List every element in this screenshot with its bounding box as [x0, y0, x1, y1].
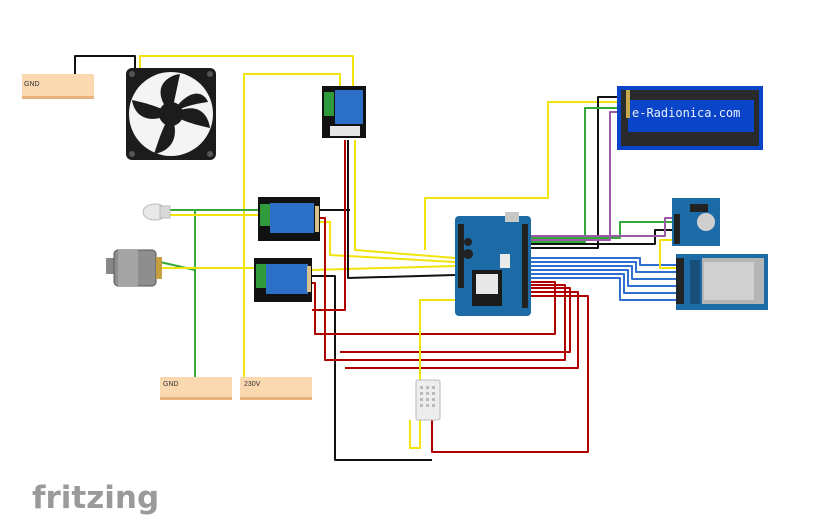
wire-blue-6 — [530, 277, 676, 301]
gnd-label-bottom: GND — [160, 377, 232, 400]
fritzing-logo-text: fritzing — [32, 480, 159, 516]
wire-black-relay2 — [312, 275, 432, 461]
wire-red-b — [345, 291, 579, 369]
wire-green-lcd — [530, 107, 618, 243]
gnd-label-bottom-text: GND — [163, 381, 179, 388]
wire-green-rtc — [530, 221, 672, 239]
lcd-text: e-Radionica.com — [632, 106, 740, 120]
wire-red-dht — [431, 295, 589, 453]
gnd-label-top-text: GND — [24, 81, 40, 88]
wire-black-lcd — [530, 96, 618, 249]
wire-yellow-dht — [409, 299, 455, 449]
wire-blue-5 — [530, 273, 676, 294]
wire-blue-1 — [530, 257, 676, 266]
wire-yellow-230v — [243, 73, 341, 378]
wire-red-relay3 — [312, 140, 346, 311]
wire-blue-3 — [530, 265, 676, 280]
wire-red-relay2 — [312, 281, 556, 335]
lcd-display: e-Radionica.com — [617, 86, 763, 150]
dht-sensor — [415, 379, 441, 421]
gnd-label-top: GND — [22, 74, 94, 99]
sd-card-module — [676, 254, 768, 310]
230v-label-text: 230V — [244, 381, 261, 388]
wire-red-relay1 — [320, 217, 566, 361]
relay-module-top — [322, 86, 366, 138]
wire-yellow-relay2-arduino — [311, 265, 456, 271]
rtc-module — [672, 198, 720, 246]
230v-label: 230V — [240, 377, 312, 400]
arduino-board — [455, 212, 531, 316]
relay-module-middle — [258, 197, 320, 241]
wire-yellow-fan-relay — [139, 55, 354, 86]
relay-module-bottom — [254, 258, 312, 302]
wire-yellow-sd — [659, 239, 676, 269]
wire-black-relay3 — [347, 140, 456, 279]
motor-icon — [106, 249, 162, 287]
wire-purple-lcd — [530, 111, 618, 241]
wire-blue-2 — [530, 261, 676, 273]
wire-red-a — [340, 287, 571, 353]
wire-blue-4 — [530, 269, 676, 287]
wire-yellow-relay3-arduino — [354, 140, 456, 259]
led-icon — [142, 203, 171, 221]
fan-icon — [126, 68, 216, 160]
wires — [74, 55, 676, 461]
wire-black-gnd-fan — [74, 55, 136, 80]
wire-yellow-lcd — [424, 101, 618, 250]
wire-purple-rtc — [530, 217, 672, 237]
